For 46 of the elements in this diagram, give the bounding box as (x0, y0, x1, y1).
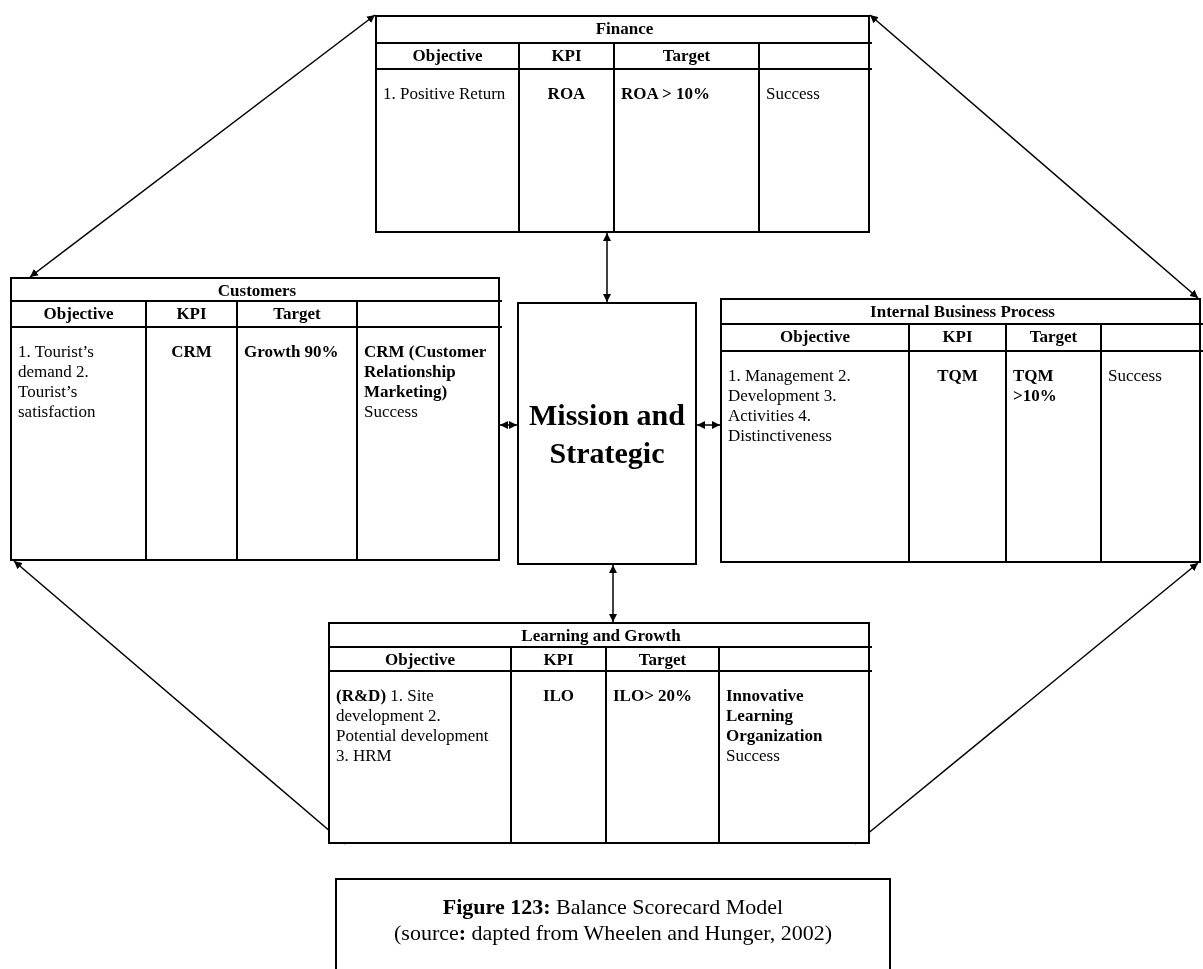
double-arrow (29, 14, 376, 278)
table-cell: TQM (910, 352, 1007, 561)
table-cell: TQM >10% (1007, 352, 1102, 561)
source-note: (source: dapted from Wheelen and Hunger, 2002) (393, 920, 833, 946)
column-header: KPI (147, 302, 238, 328)
column-header: Target (615, 44, 760, 70)
scorecard-table (375, 15, 870, 233)
table-cell: Growth 90% (238, 328, 358, 559)
double-arrow (609, 564, 617, 623)
table-title: Learning and Growth (330, 624, 872, 648)
table-title: Finance (377, 17, 872, 44)
column-header: Objective (12, 302, 147, 328)
column-header: KPI (512, 648, 607, 672)
table-cell: ILO (512, 672, 607, 842)
column-header: KPI (910, 325, 1007, 352)
table-title: Customers (12, 279, 502, 302)
scorecard-table (720, 298, 1201, 563)
table-cell: CRM (147, 328, 238, 559)
double-arrow (696, 421, 721, 429)
table-cell: 1. Tourist’s demand 2. Tourist’s satisfaction (12, 328, 147, 559)
table-cell: ROA (520, 70, 615, 231)
column-header: KPI (520, 44, 615, 70)
column-header: Objective (722, 325, 910, 352)
scorecard-table (328, 622, 870, 844)
table-cell: ROA > 10% (615, 70, 760, 231)
scorecard-table (10, 277, 500, 561)
double-arrow (869, 14, 1199, 299)
table-cell-text: Success (765, 83, 821, 105)
table-cell: ILO> 20% (607, 672, 720, 842)
box-label: Mission and Strategic (528, 396, 686, 471)
column-header: Target (607, 648, 720, 672)
column-header: Target (1007, 325, 1102, 352)
table-cell: (R&D) 1. Site development 2. Potential development 3. HRM (330, 672, 512, 842)
column-header: Objective (330, 648, 512, 672)
table-cell-text: Innovative Learning Organization Success (725, 685, 824, 767)
column-header: Objective (377, 44, 520, 70)
figure-caption: Figure 123: Balance Scorecard Model (441, 894, 785, 920)
table-cell-text: CRM (Customer Relationship Marketing) Success (363, 341, 487, 423)
double-arrow (499, 421, 518, 429)
strategy-box (517, 302, 697, 565)
table-cell: 1. Management 2. Development 3. Activities 4. Distinctiveness (722, 352, 910, 561)
column-header: Target (238, 302, 358, 328)
table-title: Internal Business Process (722, 300, 1203, 325)
table-cell: 1. Positive Return (377, 70, 520, 231)
table-cell-text: Success (1107, 365, 1163, 387)
double-arrow (603, 232, 611, 303)
